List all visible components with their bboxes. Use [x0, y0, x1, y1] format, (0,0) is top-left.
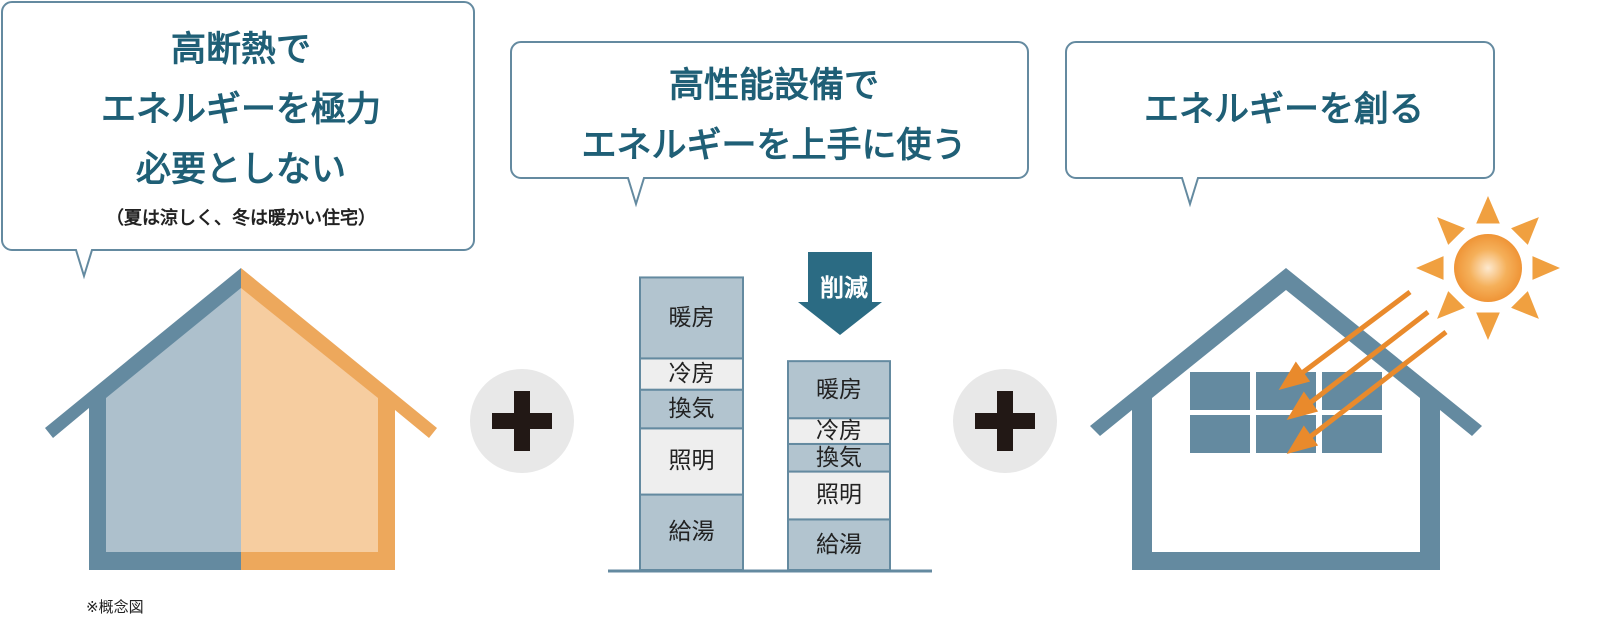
stack-before — [639, 276, 744, 571]
bar-label-after-2: 換気 — [816, 444, 862, 471]
heading-line: 高断熱で — [170, 30, 311, 70]
stack-after — [787, 360, 891, 572]
bar-label-before-2: 換気 — [668, 396, 715, 422]
solar-house-icon — [1090, 268, 1482, 570]
sun-ray-7 — [1437, 217, 1465, 245]
heading-line: エネルギーを上手に使う — [581, 126, 967, 166]
speech-bubble-equipment — [510, 41, 1029, 208]
heading-subtext: （夏は涼しく、冬は暖かい住宅） — [106, 208, 376, 229]
bar-segment-before-4 — [639, 493, 744, 571]
sun-ray-6 — [1416, 256, 1444, 280]
generation-heading: エネルギーを創る — [1075, 80, 1493, 140]
bar-segment-after-0 — [787, 360, 891, 420]
window-pane — [1190, 415, 1250, 453]
bar-label-before-4: 給湯 — [668, 519, 715, 546]
equipment-heading: 高性能設備で エネルギーを上手に使う — [520, 56, 1028, 176]
bar-label-after-1: 冷房 — [816, 418, 862, 445]
bar-label-after-4: 給湯 — [816, 531, 862, 558]
sun-ray-4 — [1476, 312, 1500, 340]
bar-segment-before-3 — [639, 427, 744, 496]
bar-segment-before-1 — [639, 357, 744, 391]
sun-ray-0 — [1476, 196, 1500, 224]
sun-ray-3 — [1511, 291, 1539, 319]
concept-note: ※概念図 — [86, 598, 144, 616]
bar-segment-before-0 — [639, 276, 744, 360]
speech-bubble-generation — [1065, 41, 1495, 208]
plus-icon-right — [953, 369, 1057, 473]
reduction-label: 削減 — [820, 274, 868, 302]
insulated-house-icon — [45, 268, 437, 570]
bar-label-before-0: 暖房 — [668, 304, 715, 331]
insulation-heading: 高断熱で エネルギーを極力 必要としない （夏は涼しく、冬は暖かい住宅） — [10, 20, 472, 234]
window-pane — [1190, 372, 1250, 410]
bar-segment-before-2 — [639, 388, 744, 430]
bar-label-before-3: 照明 — [668, 448, 715, 475]
bar-label-after-3: 照明 — [816, 482, 862, 509]
bar-segment-after-1 — [787, 417, 891, 445]
bar-segment-after-4 — [787, 518, 891, 572]
sun-ray-5 — [1437, 291, 1465, 319]
heading-line: エネルギーを極力 — [100, 90, 381, 130]
sun-ray-2 — [1532, 256, 1560, 280]
heading-line: 高性能設備で — [668, 66, 879, 106]
bar-segment-after-3 — [787, 470, 891, 521]
bar-label-before-1: 冷房 — [668, 361, 715, 388]
sunlight-rays-icon — [1278, 290, 1448, 455]
reduction-arrow-icon — [798, 252, 882, 335]
heading-line: エネルギーを創る — [1143, 90, 1424, 130]
heading-line: 必要としない — [135, 150, 346, 190]
sun-ray-1 — [1511, 217, 1539, 245]
plus-icon-left — [470, 369, 574, 473]
sun-icon — [1416, 196, 1560, 340]
bar-label-after-0: 暖房 — [816, 376, 862, 403]
speech-bubble-insulation — [1, 1, 475, 280]
